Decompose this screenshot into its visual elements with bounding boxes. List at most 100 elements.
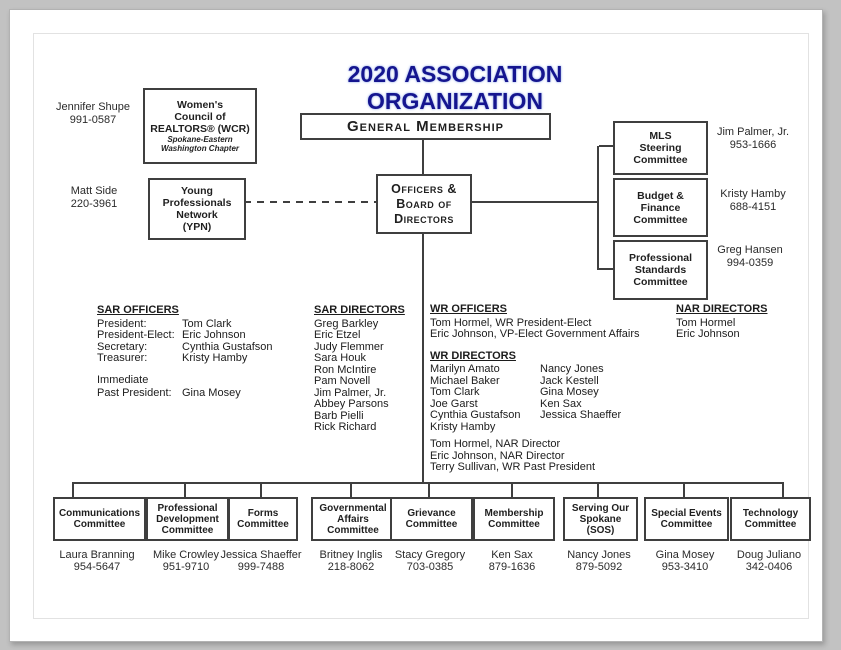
sar-officers-list: SAR OFFICERS President:Tom Clark Preside… [97,304,312,400]
ypn-box: Young Professionals Network (YPN) [148,178,246,240]
sar-officers-heading: SAR OFFICERS [97,304,179,316]
connector-drop-3 [260,483,262,497]
director-name: Rick Richard [314,421,377,433]
wr-directors-col2: Nancy Jones Jack Kestell Gina Mosey Ken … [540,363,622,433]
director-name: Nancy Jones [540,363,604,375]
row-label: Secretary: [97,340,148,353]
contact-name: Gina Mosey [655,549,715,561]
committee-box-grievance: Grievance Committee [390,497,473,541]
committee-label: Serving Our [571,502,630,514]
list-row: Secretary: Cynthia Gustafson [97,340,312,354]
committee-label: Committee [73,519,126,530]
row-value: Eric Johnson [182,329,246,341]
committee-label: Special Events [651,508,722,519]
prof-standards-line: Committee [633,276,688,288]
officers-line: Officers & [391,181,457,196]
wr-officers-heading: WR OFFICERS [430,303,507,315]
director-name: Judy Flemmer [314,340,384,353]
committee-contact: Britney Inglis 218-8062 [291,549,411,573]
connector-drop-4 [350,483,352,497]
committee-label: Governmental [319,502,387,514]
wcr-box: Women's Council of REALTORS® (WCR) Spoka… [143,88,257,164]
row-label: President-Elect: [97,329,175,341]
director-name: Pam Novell [314,375,371,387]
contact-phone: 953-3410 [661,561,709,573]
connector-drop-2 [184,483,186,497]
prof-standards-line: Standards [634,264,687,276]
director-name: Gina Mosey [540,386,599,398]
ypn-line: Professionals [162,197,232,209]
committee-box-professional-development: Professional Development Committee [146,497,229,541]
wr-directors-col1: Marilyn Amato Michael Baker Tom Clark Jo… [430,363,540,433]
director-name: Ken Sax [540,397,582,410]
committee-label: Committee [660,519,713,530]
committee-contact: Gina Mosey 953-3410 [625,549,745,573]
row-label: President: [97,317,147,330]
director-name: Eric Etzel [314,329,361,341]
director-name: Joe Garst [430,397,478,410]
director-name: Jim Palmer, Jr. [314,386,387,399]
wcr-line: Council of [174,110,226,123]
row-label: Immediate [97,373,149,386]
list-row: President:Tom Clark [97,317,312,331]
officers-board-box: Officers & Board of Directors [376,174,472,234]
connector-drop-9 [782,483,784,497]
contact-name: Britney Inglis [319,549,383,561]
contact-phone: 994-0359 [726,256,774,269]
committee-contact: Laura Branning 954-5647 [37,549,157,573]
contact-phone: 999-7488 [237,561,285,573]
row-label: Treasurer: [97,352,148,364]
contact-name: Nancy Jones [567,549,631,561]
connector-drop-1 [72,483,74,497]
nar-directors-list: NAR DIRECTORS Tom Hormel Eric Johnson [676,303,786,341]
committee-box-membership: Membership Committee [473,497,555,541]
director-name: Ron McIntire [314,363,377,376]
committee-contact: Mike Crowley 951-9710 [126,549,246,573]
ypn-line: (YPN) [182,221,212,233]
contact-phone: 953-1666 [729,138,777,151]
row-value: Kristy Hamby [182,352,248,364]
contact-name: Matt Side [70,185,118,197]
connector-stub-prof-standards [599,268,613,270]
budget-finance-box: Budget & Finance Committee [613,178,708,237]
general-membership-box: General Membership [300,113,551,140]
director-name: Michael Baker [430,374,500,387]
connector-gm-to-officers [422,137,424,175]
row-value: Cynthia Gustafson [182,340,273,353]
wcr-contact: Jennifer Shupe 991-0587 [40,101,146,126]
contact-phone: 951-9710 [162,561,210,573]
contact-name: Greg Hansen [717,244,783,256]
connector-drop-6 [511,483,513,497]
committee-label: Affairs [337,513,369,525]
mls-line: Committee [633,154,688,166]
committee-label: Forms [247,508,279,519]
director-name: Cynthia Gustafson [430,409,521,421]
nar-directors-heading: NAR DIRECTORS [676,303,768,315]
mls-line: Steering [639,142,682,154]
prof-standards-contact: Greg Hansen 994-0359 [702,244,798,269]
contact-name: Jessica Shaeffer [220,549,302,561]
director-name: Jack Kestell [540,374,599,387]
contact-name: Jim Palmer, Jr. [716,126,790,138]
committee-box-special-events: Special Events Committee [644,497,729,541]
committee-label: Technology [742,508,799,519]
connector-drop-5 [428,483,430,497]
committee-box-serving-our-spokane: Serving Our Spokane (SOS) [563,497,638,541]
contact-phone: 218-8062 [327,561,375,573]
contact-phone: 991-0587 [69,113,117,126]
committee-label: Committee [161,524,214,536]
committee-box-communications: Communications Committee [53,497,146,541]
director-name: Tom Hormel [676,316,736,329]
mls-line: MLS [649,130,672,142]
list-row: Immediate [97,373,312,387]
general-membership-label: General Membership [347,118,504,135]
wr-officer-line: Tom Hormel, WR President-Elect [430,316,592,329]
committee-label: Membership [484,508,544,519]
wr-block: WR OFFICERS Tom Hormel, WR President-Ele… [430,303,675,474]
mls-steering-box: MLS Steering Committee [613,121,708,175]
row-value: Gina Mosey [182,387,241,399]
contact-phone: 703-0385 [406,561,454,573]
contact-phone: 879-1636 [488,561,536,573]
ypn-line: Network [176,209,218,221]
director-name: Jessica Shaeffer [540,409,622,421]
